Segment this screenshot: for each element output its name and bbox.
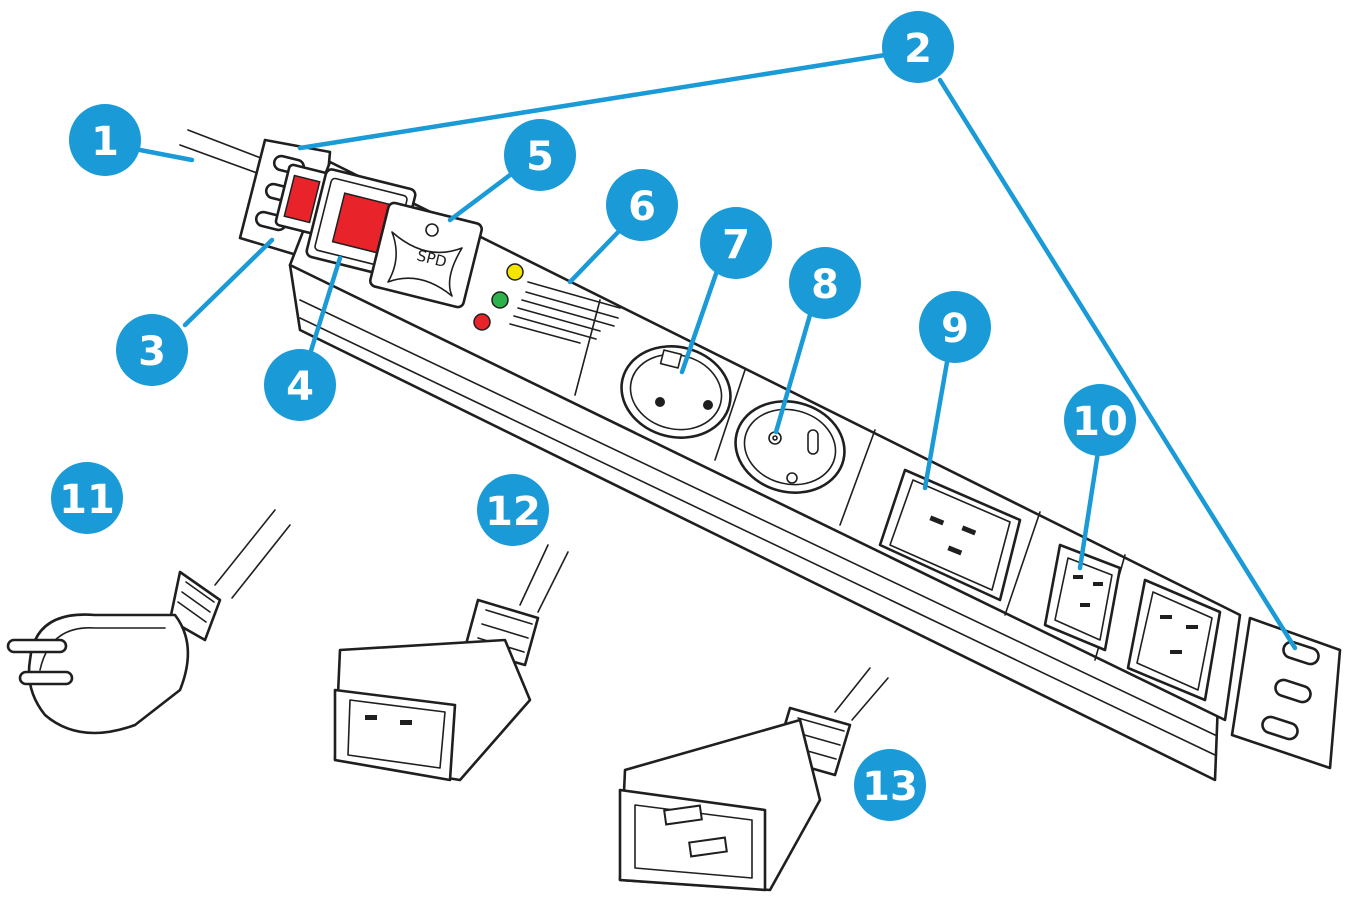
panel-text-lines [509,281,621,344]
c13-socket-1 [1043,543,1122,652]
schuko-socket [620,345,732,439]
french-socket [734,400,846,494]
callout-6: 6 [606,169,678,241]
callout-12: 12 [477,474,549,546]
callout-5: 5 [504,119,576,191]
led-yellow [506,263,524,281]
callout-8-number: 8 [811,262,839,308]
spd-module: SPD [368,201,484,309]
callout-1-number: 1 [91,119,119,165]
callout-11: 11 [51,462,123,534]
callout-5-number: 5 [526,134,554,180]
led-green [491,291,509,309]
spd-screw-icon [425,223,439,237]
callout-leaders [137,52,1298,651]
callout-2: 2 [882,11,954,83]
power-strip: SPD [179,129,1342,782]
callout-8: 8 [789,247,861,319]
callout-13: 13 [854,749,926,821]
led-red [473,313,491,331]
schuko-plug [6,509,291,735]
callout-10: 10 [1064,384,1136,456]
callout-11-number: 11 [59,477,115,523]
indicator-panel [473,263,621,344]
callout-7-number: 7 [722,222,750,268]
callout-12-number: 12 [485,489,541,535]
c13-socket-2 [1126,578,1222,702]
callout-9: 9 [919,291,991,363]
callout-13-number: 13 [862,764,918,810]
callout-1: 1 [69,104,141,176]
c14-plug [333,544,569,782]
c19-socket [878,468,1022,602]
callout-7: 7 [700,207,772,279]
callout-3-number: 3 [138,329,166,375]
callout-6-number: 6 [628,184,656,230]
callout-2-number: 2 [904,26,932,72]
callout-3: 3 [116,314,188,386]
right-mounting-bracket [1230,616,1342,770]
callout-9-number: 9 [941,306,969,352]
c20-plug [618,667,889,892]
callout-10-number: 10 [1072,399,1128,445]
callout-4: 4 [264,349,336,421]
callout-4-number: 4 [286,364,314,410]
